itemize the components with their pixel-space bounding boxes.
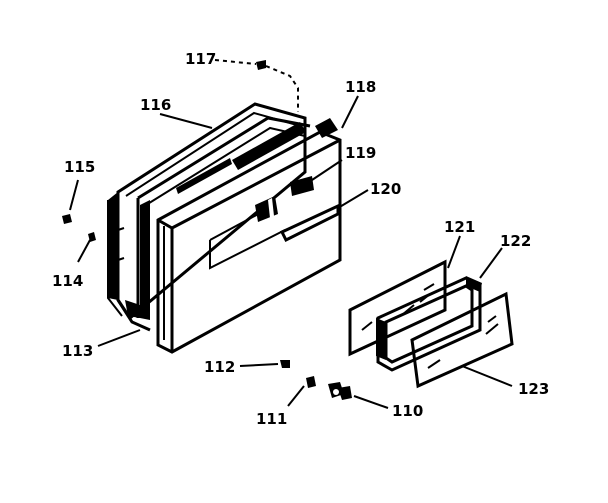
outer-glass — [410, 291, 514, 389]
washer-111 — [306, 376, 316, 388]
door-handle — [209, 176, 340, 270]
label-113: 113 — [62, 342, 93, 360]
label-123: 123 — [518, 380, 549, 398]
leader-123 — [461, 365, 513, 387]
leader-lines — [69, 59, 513, 409]
leader-111 — [287, 385, 305, 407]
label-115: 115 — [64, 158, 95, 176]
door-assembly — [107, 102, 342, 354]
door-outer-panel — [156, 118, 342, 354]
label-118: 118 — [345, 78, 376, 96]
label-122: 122 — [500, 232, 531, 250]
label-114: 114 — [52, 272, 83, 290]
window-glass-assembly — [348, 259, 514, 389]
leader-120 — [337, 189, 369, 209]
part-114 — [88, 232, 96, 242]
label-120: 120 — [370, 180, 401, 198]
leader-117 — [214, 59, 257, 65]
glass-gasket — [376, 276, 482, 372]
rear-door-frame — [107, 102, 307, 332]
part-labels: 117 116 118 119 120 115 114 113 112 111 … — [52, 50, 549, 428]
part-110 — [328, 382, 352, 400]
leader-113 — [97, 329, 141, 347]
leader-114 — [77, 239, 91, 263]
label-110: 110 — [392, 402, 423, 420]
leader-116 — [159, 113, 213, 129]
screw-112 — [280, 360, 290, 368]
label-112: 112 — [204, 358, 235, 376]
screw-117 — [256, 60, 266, 70]
leader-110 — [353, 395, 389, 409]
label-119: 119 — [345, 144, 376, 162]
leader-122 — [479, 247, 503, 279]
label-116: 116 — [140, 96, 171, 114]
label-111: 111 — [256, 410, 287, 428]
screw-115 — [62, 214, 72, 224]
leader-112 — [239, 363, 279, 367]
leader-121 — [447, 235, 461, 269]
label-121: 121 — [444, 218, 475, 236]
label-117: 117 — [185, 50, 216, 68]
leader-119 — [311, 159, 343, 181]
hardware-parts — [62, 60, 352, 400]
leader-118 — [341, 95, 359, 129]
door-liner — [136, 116, 311, 320]
screw-117-path — [265, 65, 299, 112]
leader-115 — [69, 179, 79, 211]
